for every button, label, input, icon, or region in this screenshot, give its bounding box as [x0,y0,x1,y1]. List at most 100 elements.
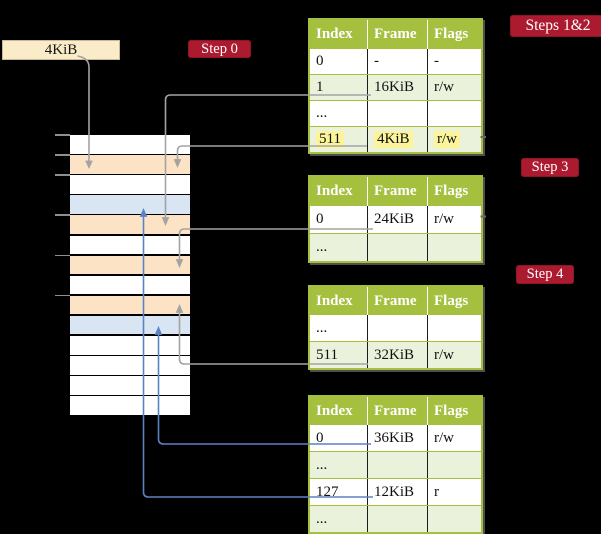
arrow-pt4-row0-to-frame [157,334,371,445]
table-cell: r/w [434,346,454,363]
table-header-cell: Index [310,397,368,425]
arrow-4kib-to-frame [77,55,90,161]
table-header-cell: Frame [368,20,428,49]
memory-frame-row-0 [70,135,190,154]
table-row: ... [310,315,481,341]
table-header-cell: Index [310,177,368,206]
badge-step-4: Step 4 [516,265,574,284]
table-cell [368,234,428,261]
arrowhead [175,304,184,313]
tick-mark [55,174,70,176]
table-cell: 32KiB [368,342,428,368]
table-cell: 0 [310,425,368,451]
table-cell: 36KiB [368,425,428,451]
memory-frame-row-5 [70,235,190,255]
table-cell: 12KiB [368,479,428,505]
table-header-cell: Frame [368,287,428,315]
table-cell: ... [310,101,368,126]
table-cell: 511 [310,127,368,152]
table-header-cell: Flags [434,183,469,199]
arrow-pt1-row511-to-frame [176,145,367,160]
table-header-cell: Flags [434,402,469,419]
table-cell: - [368,49,428,74]
table-cell: ... [310,234,368,261]
table-cell [368,101,428,126]
arrowhead [175,259,184,268]
table-header-cell: Frame [368,177,428,206]
table-cell: ... [310,452,368,478]
table-cell: 0 [310,206,368,233]
arrow-pt1-row1-to-frame [164,94,371,218]
table-row: ... [310,451,481,478]
memory-frame-row-12 [70,376,190,395]
page-size-label: 4KiB [44,42,78,58]
table-cell: 16KiB [368,75,428,100]
arrowhead [139,208,148,217]
memory-frame-row-13 [70,396,190,415]
arrowhead [161,217,170,226]
table-row: ... [310,100,481,126]
table-cell [368,452,428,478]
arrowhead [154,326,163,335]
table-cell: 24KiB [368,206,428,233]
tick-mark [55,294,70,297]
table-cell: r/w [434,429,454,446]
page-size-box: 4KiB [2,40,120,60]
table-header-cell: Frame [368,397,428,425]
badge-step-0: Step 0 [188,40,251,58]
table-cell: 4KiB [368,127,428,152]
memory-frame-row-8 [70,295,190,315]
memory-frame-row-7 [70,275,190,295]
highlighted-value: r/w [434,131,460,148]
table-row: ... [310,233,481,261]
table-cell: r/w [434,79,454,95]
memory-frame-row-4 [70,215,190,234]
arrow-pt4-row127-to-frame [142,216,373,498]
table-cell: ... [310,506,368,532]
table-header-cell: Index [310,20,368,49]
table-row: 0-- [310,49,481,74]
table-cell: 1 [310,75,368,100]
table-header-cell: Index [310,287,368,315]
tick-mark [55,154,70,156]
badge-step-3: Step 3 [521,158,579,177]
table-row: 511 4KiB r/w [310,126,481,152]
memory-frame-row-10 [70,336,190,355]
highlighted-value: 4KiB [374,131,413,148]
memory-frame-row-2 [70,175,190,194]
table-cell [368,506,428,532]
arrowhead [85,160,93,169]
highlighted-value: 511 [316,131,344,148]
table-cell: 511 [310,342,368,368]
table-header-cell: Flags [434,26,469,42]
tick-mark [55,134,70,136]
table-cell: - [434,53,439,69]
table-cell: r/w [434,211,454,227]
arrow-pt2-row0-to-frame [178,228,373,260]
table-cell [368,315,428,341]
badge-steps-1-2: Steps 1&2 [510,15,601,37]
arrowhead [173,159,182,168]
table-cell: r/w [428,127,481,152]
table-cell: r [434,483,439,500]
memory-frame-row-1 [70,155,190,174]
memory-frame-row-6 [70,255,190,275]
table-header-cell: Flags [434,292,469,309]
table-cell: 0 [310,49,368,74]
table-cell: 127 [310,479,368,505]
table-cell: ... [310,315,368,341]
memory-frame-row-3 [70,195,190,214]
tick-mark [55,254,70,257]
tick-mark [55,214,70,216]
